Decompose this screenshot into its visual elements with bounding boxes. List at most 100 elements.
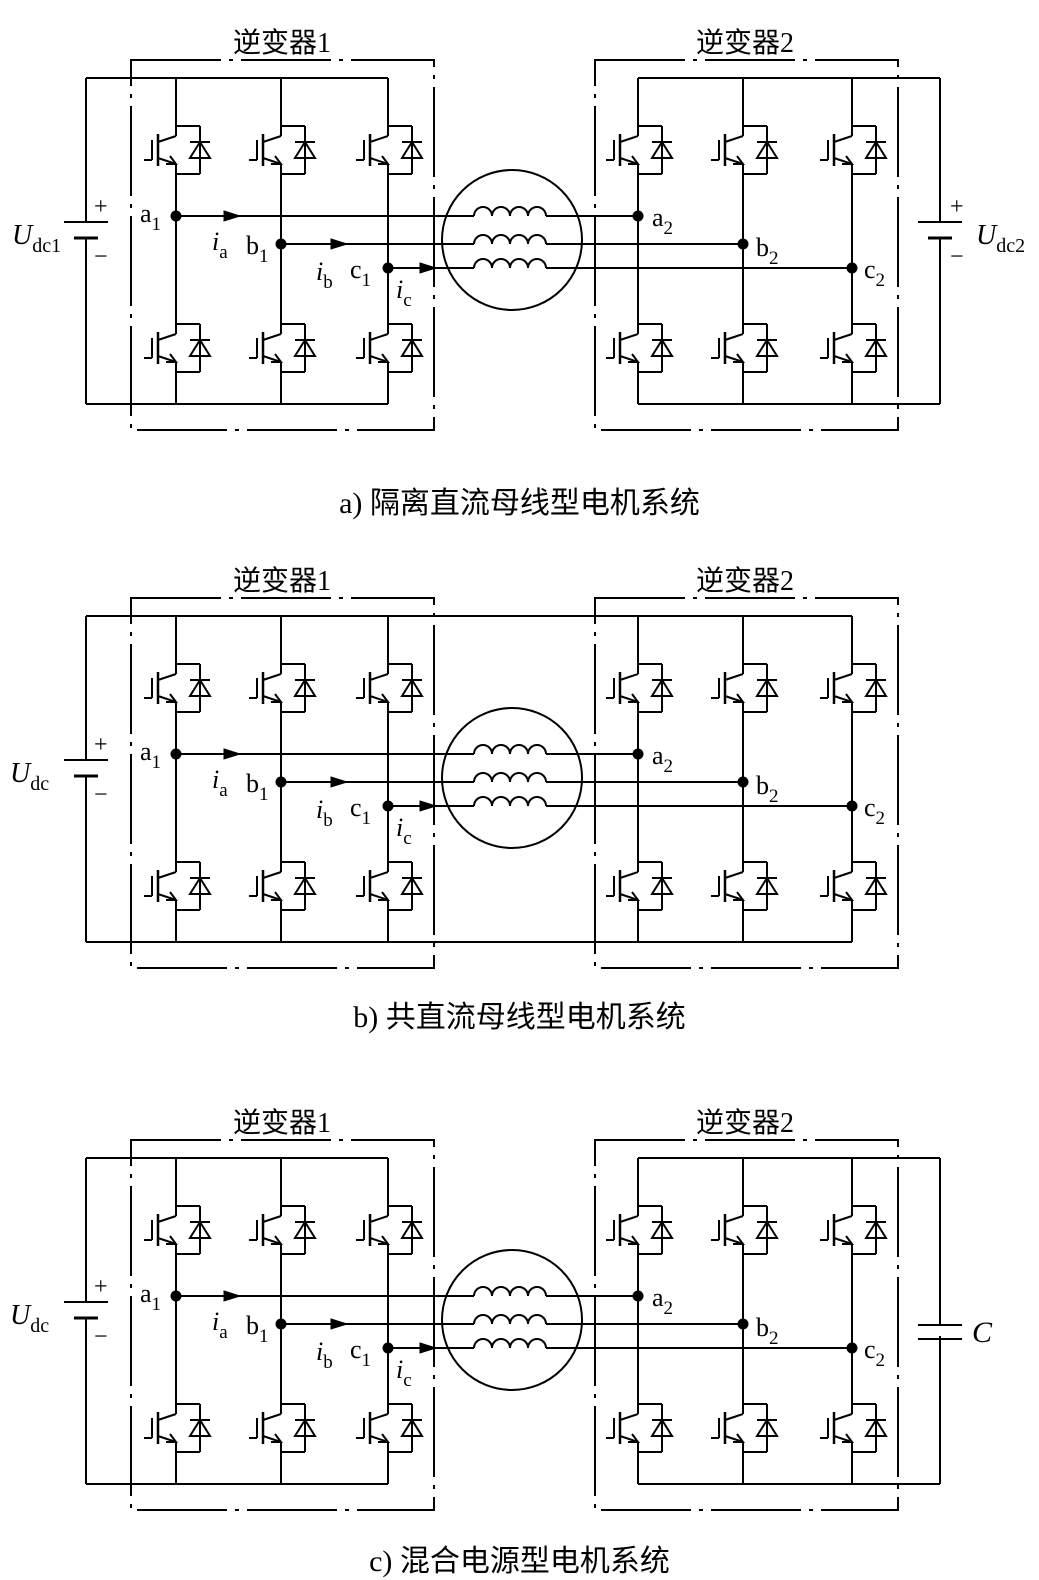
node-b1 bbox=[275, 1318, 287, 1330]
label-b2: b2 bbox=[756, 1313, 779, 1349]
switch-inv1-lower-3 bbox=[356, 1396, 424, 1460]
switch-inv2-upper-1 bbox=[606, 118, 674, 182]
switch-inv2-lower-3 bbox=[820, 1396, 888, 1460]
switch-inv2-upper-2 bbox=[711, 118, 779, 182]
switch-inv1-upper-2 bbox=[249, 656, 317, 720]
switch-inv2-upper-3 bbox=[820, 656, 888, 720]
switch-inv2-upper-2 bbox=[711, 656, 779, 720]
switch-inv1-upper-2 bbox=[249, 1198, 317, 1262]
inverter2-label: 逆变器2 bbox=[696, 1107, 794, 1139]
left-minus-sign: − bbox=[94, 244, 108, 270]
switch-inv1-upper-3 bbox=[356, 656, 424, 720]
switch-inv1-lower-2 bbox=[249, 1396, 317, 1460]
switch-inv2-lower-1 bbox=[606, 854, 674, 918]
current-arrow-c bbox=[419, 262, 438, 274]
current-arrow-b bbox=[330, 1318, 349, 1330]
label-ia: ia bbox=[212, 765, 228, 801]
label-ib: ib bbox=[316, 795, 333, 831]
switch-inv1-upper-3 bbox=[356, 1198, 424, 1262]
label-b1: b1 bbox=[246, 769, 269, 805]
label-c2: c2 bbox=[864, 1335, 885, 1371]
label-ib: ib bbox=[316, 1337, 333, 1373]
current-arrow-c bbox=[419, 800, 438, 812]
motor-winding-b bbox=[473, 1314, 547, 1325]
current-arrow-a bbox=[223, 210, 242, 222]
motor-winding-b bbox=[473, 234, 547, 245]
left-minus-sign: − bbox=[94, 1324, 108, 1350]
current-arrow-a bbox=[223, 748, 242, 760]
switch-inv1-lower-3 bbox=[356, 854, 424, 918]
switch-inv1-lower-2 bbox=[249, 316, 317, 380]
label-ic: ic bbox=[396, 813, 412, 849]
label-b2: b2 bbox=[756, 233, 779, 269]
label-c1: c1 bbox=[350, 255, 371, 291]
switch-inv2-lower-1 bbox=[606, 316, 674, 380]
motor-winding-c bbox=[473, 796, 547, 807]
switch-inv2-lower-2 bbox=[711, 854, 779, 918]
node-c1 bbox=[382, 800, 394, 812]
node-b1 bbox=[275, 238, 287, 250]
motor-winding-c bbox=[473, 1338, 547, 1349]
right-capacitor-icon bbox=[918, 1324, 962, 1340]
left-minus-sign: − bbox=[94, 782, 108, 808]
label-b2: b2 bbox=[756, 771, 779, 807]
label-b1: b1 bbox=[246, 1311, 269, 1347]
switch-inv1-lower-1 bbox=[144, 1396, 212, 1460]
switch-inv2-upper-3 bbox=[820, 1198, 888, 1262]
node-a1 bbox=[170, 1290, 182, 1302]
label-a2: a2 bbox=[652, 1283, 673, 1319]
label-a1: a1 bbox=[140, 1279, 161, 1315]
current-arrow-a bbox=[223, 1290, 242, 1302]
motor-icon bbox=[441, 169, 583, 311]
switch-inv1-upper-3 bbox=[356, 118, 424, 182]
label-c2: c2 bbox=[864, 255, 885, 291]
motor-winding-b bbox=[473, 772, 547, 783]
current-arrow-b bbox=[330, 776, 349, 788]
label-ia: ia bbox=[212, 227, 228, 263]
motor-winding-a bbox=[473, 1286, 547, 1297]
node-b2 bbox=[737, 238, 749, 250]
switch-inv2-upper-1 bbox=[606, 1198, 674, 1262]
motor-winding-c bbox=[473, 258, 547, 269]
inverter1-label: 逆变器1 bbox=[233, 1107, 331, 1139]
node-b2 bbox=[737, 1318, 749, 1330]
switch-inv2-upper-1 bbox=[606, 656, 674, 720]
label-c2: c2 bbox=[864, 793, 885, 829]
switch-inv1-lower-2 bbox=[249, 854, 317, 918]
node-c2 bbox=[846, 262, 858, 274]
label-a2: a2 bbox=[652, 741, 673, 777]
switch-inv1-upper-1 bbox=[144, 656, 212, 720]
node-c2 bbox=[846, 1342, 858, 1354]
switch-inv2-lower-3 bbox=[820, 316, 888, 380]
node-a2 bbox=[632, 1290, 644, 1302]
switch-inv2-lower-3 bbox=[820, 854, 888, 918]
motor-icon bbox=[441, 1249, 583, 1391]
inverter1-label: 逆变器1 bbox=[233, 565, 331, 597]
switch-inv1-upper-2 bbox=[249, 118, 317, 182]
left-plus-sign: + bbox=[94, 1274, 108, 1300]
label-c1: c1 bbox=[350, 1335, 371, 1371]
inverter1-label: 逆变器1 bbox=[233, 27, 331, 59]
caption-b: b) 共直流母线型电机系统 bbox=[353, 1001, 686, 1034]
node-a1 bbox=[170, 210, 182, 222]
motor-winding-a bbox=[473, 744, 547, 755]
node-b1 bbox=[275, 776, 287, 788]
caption-a: a) 隔离直流母线型电机系统 bbox=[339, 487, 700, 520]
node-a1 bbox=[170, 748, 182, 760]
left-plus-sign: + bbox=[94, 732, 108, 758]
node-b2 bbox=[737, 776, 749, 788]
label-b1: b1 bbox=[246, 231, 269, 267]
label-a1: a1 bbox=[140, 737, 161, 773]
left-plus-sign: + bbox=[94, 194, 108, 220]
label-ib: ib bbox=[316, 257, 333, 293]
motor-icon bbox=[441, 707, 583, 849]
switch-inv1-upper-1 bbox=[144, 1198, 212, 1262]
label-ic: ic bbox=[396, 1355, 412, 1391]
right-plus-sign: + bbox=[950, 194, 964, 220]
label-a1: a1 bbox=[140, 199, 161, 235]
label-a2: a2 bbox=[652, 203, 673, 239]
switch-inv2-lower-2 bbox=[711, 316, 779, 380]
